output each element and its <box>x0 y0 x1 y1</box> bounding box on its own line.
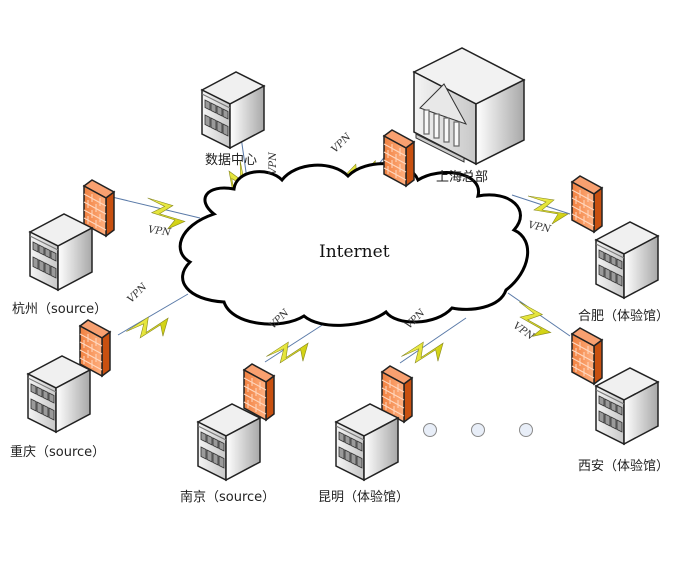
chongqing-server-icon <box>27 355 91 433</box>
ellipsis-dot <box>471 423 485 437</box>
hangzhou-label: 杭州（source） <box>12 302 108 317</box>
nanjing-label: 南京（source） <box>180 490 276 505</box>
nanjing-server-icon <box>197 403 261 481</box>
hangzhou-server-icon <box>29 213 93 291</box>
kunming-server-icon <box>335 403 399 481</box>
vpn-bolt-kunming <box>401 329 451 378</box>
more-sites-ellipsis <box>423 423 533 437</box>
shanghai-label: 上海总部 <box>436 170 489 185</box>
vpn-label-datacenter: VPN <box>267 152 279 175</box>
hefei-server-icon <box>595 221 659 299</box>
datacenter-server-icon <box>201 71 265 149</box>
kunming-label: 昆明（体验馆） <box>318 490 410 505</box>
headquarters-icon <box>412 47 526 166</box>
vpn-bolt-nanjing <box>266 329 316 378</box>
hefei-label: 合肥（体验馆） <box>578 309 670 324</box>
chongqing-label: 重庆（source） <box>10 445 106 460</box>
firewall-xian-icon <box>571 327 603 385</box>
internet-cloud <box>178 162 530 327</box>
vpn-bolt-chongqing <box>126 304 176 353</box>
ellipsis-dot <box>423 423 437 437</box>
datacenter-label: 数据中心 <box>205 153 258 168</box>
firewall-hefei-icon <box>571 175 603 233</box>
internet-label: Internet <box>319 242 390 262</box>
ellipsis-dot <box>519 423 533 437</box>
xian-server-icon <box>595 367 659 445</box>
xian-label: 西安（体验馆） <box>578 459 670 474</box>
